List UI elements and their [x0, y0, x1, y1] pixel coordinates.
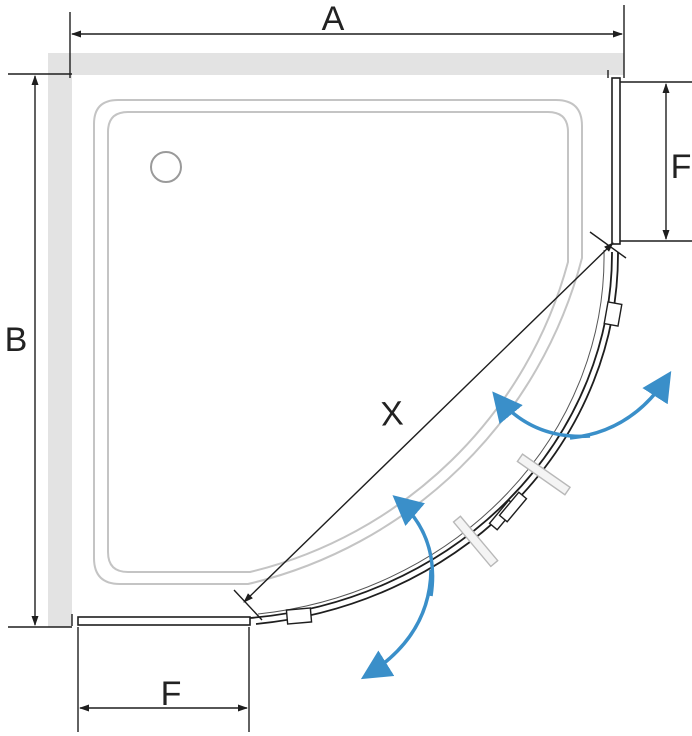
hinge-icon [603, 301, 623, 327]
door-open-arrow-icon [392, 495, 435, 597]
dimension-a-label: A [322, 0, 345, 38]
dimension-b-label: B [5, 321, 28, 359]
door-open-arrow-icon [569, 370, 672, 440]
drain-icon [150, 151, 182, 183]
dimension-lines [8, 5, 692, 732]
fixed-panels [71, 70, 621, 626]
back-wall [48, 53, 624, 75]
outer-curved-door [255, 251, 619, 625]
door-open-arrow-icon [360, 569, 433, 680]
dimension-f-bottom-label: F [161, 675, 182, 713]
hinge-icon [285, 607, 313, 625]
fixed-panel-right [611, 77, 621, 245]
door-hardware [285, 301, 623, 625]
door-handle-icon [516, 453, 572, 496]
fixed-panel-bottom [77, 616, 251, 626]
dimension-x-line [243, 242, 614, 603]
dimension-f-right-label: F [671, 148, 692, 186]
left-wall [48, 53, 72, 627]
door-open-arrow-icon [492, 391, 591, 439]
dimension-x-label: X [380, 394, 405, 433]
tray-inner-outline [107, 111, 569, 573]
walls [48, 53, 624, 627]
door-open-arrows [360, 370, 672, 680]
